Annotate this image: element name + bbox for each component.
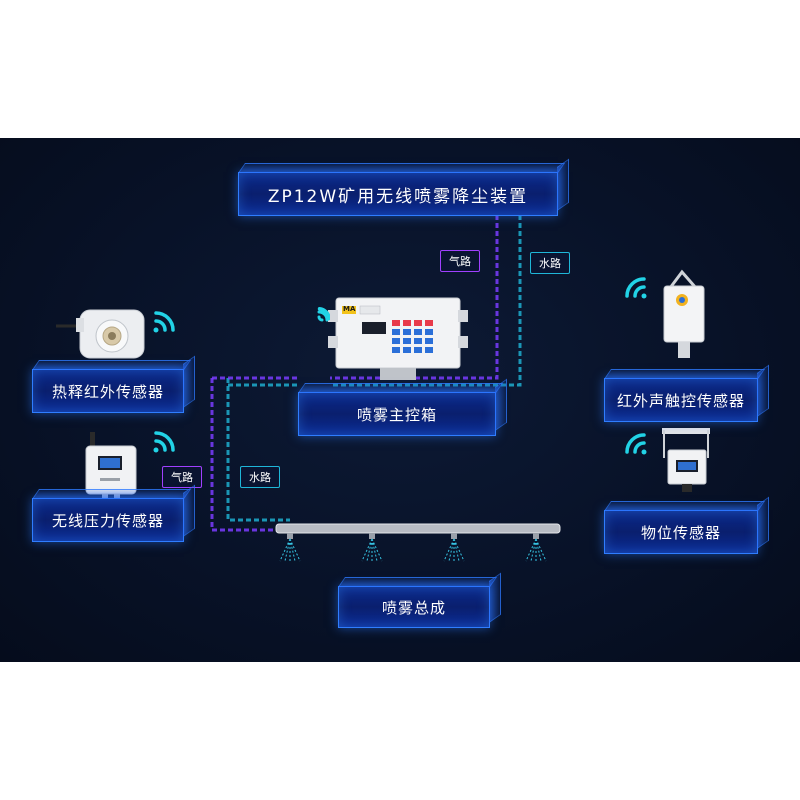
air-path-tag-top: 气路 xyxy=(440,250,480,272)
system-title-text: ZP12W矿用无线喷雾降尘装置 xyxy=(267,186,529,207)
pyro-sensor-label: 热释红外传感器 xyxy=(32,369,184,413)
wifi-icon-level-sensor xyxy=(618,426,652,460)
ir-touch-sensor-label-text: 红外声触控传感器 xyxy=(616,391,745,410)
level-sensor-device xyxy=(660,428,712,492)
spray-bar xyxy=(275,523,561,534)
system-title: ZP12W矿用无线喷雾降尘装置 xyxy=(238,172,558,216)
wifi-icon-main-box xyxy=(300,294,330,324)
level-sensor-label-text: 物位传感器 xyxy=(640,523,721,542)
water-path-tag-top-text: 水路 xyxy=(539,257,561,270)
water-path-tag-left: 水路 xyxy=(240,466,280,488)
main-control-box-device: MA xyxy=(328,292,468,384)
level-sensor-label: 物位传感器 xyxy=(604,510,758,554)
main-box-label: 喷雾主控箱 xyxy=(298,392,496,436)
wifi-icon-pyro-sensor xyxy=(148,304,182,338)
water-path-tag-left-text: 水路 xyxy=(249,471,271,484)
spray-assembly-label-text: 喷雾总成 xyxy=(381,598,446,617)
air-path-tag-left: 气路 xyxy=(162,466,202,488)
water-path-tag-top: 水路 xyxy=(530,252,570,274)
wifi-icon-ir-touch-sensor xyxy=(618,270,652,304)
spray-nozzles xyxy=(279,533,547,562)
spray-assembly-label: 喷雾总成 xyxy=(338,586,490,628)
pressure-sensor-device xyxy=(80,432,142,498)
ir-touch-sensor-device xyxy=(658,268,708,360)
wifi-icon-pressure-sensor xyxy=(148,424,182,458)
pressure-sensor-label-text: 无线压力传感器 xyxy=(51,511,164,530)
ma-logo: MA xyxy=(343,305,356,313)
ir-touch-sensor-label: 红外声触控传感器 xyxy=(604,378,758,422)
air-path-tag-top-text: 气路 xyxy=(449,255,471,268)
air-line-left xyxy=(210,378,290,532)
water-line-left xyxy=(226,378,290,522)
pressure-sensor-label: 无线压力传感器 xyxy=(32,498,184,542)
pyro-sensor-label-text: 热释红外传感器 xyxy=(51,382,164,401)
main-box-label-text: 喷雾主控箱 xyxy=(356,405,437,424)
pyro-sensor-device xyxy=(56,300,146,366)
air-path-tag-left-text: 气路 xyxy=(171,471,193,484)
